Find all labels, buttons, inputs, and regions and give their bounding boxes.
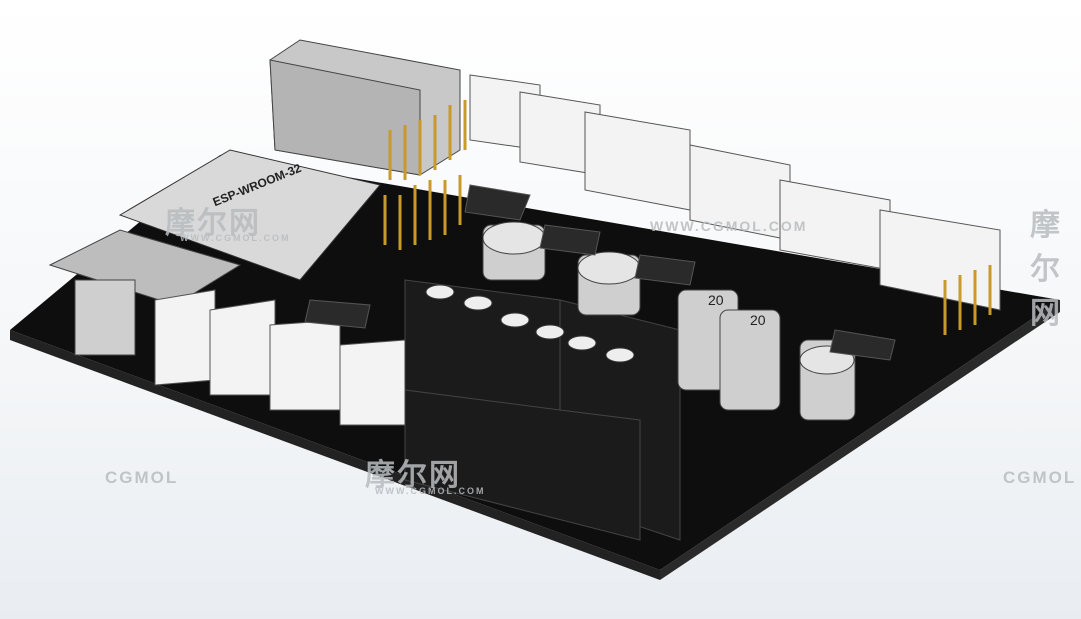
ics [304, 184, 896, 361]
jst-connectors-top [469, 74, 1001, 311]
reset-button [74, 279, 136, 356]
watermark-url: WWW.CGMOL.COM [650, 218, 808, 234]
esp-module [118, 149, 381, 281]
terminal-blocks [404, 279, 681, 541]
pcb-board-edge-right [660, 300, 1060, 580]
watermark-cn: 摩尔网 [365, 458, 461, 493]
watermark-brand: CGMOL [1003, 468, 1077, 487]
pcb-board-edge [10, 330, 660, 580]
electrolytic-capacitors [482, 221, 856, 421]
watermark-brand: CGMOL [105, 468, 179, 487]
watermark-cn: 摩尔网 [165, 206, 261, 241]
watermark-url: WWW.CGMOL.COM [375, 486, 486, 496]
jst-connectors-bottom [154, 289, 406, 426]
capacitor-label: 20 [750, 312, 766, 328]
watermark-url: WWW.CGMOL.COM [180, 233, 291, 243]
capacitor-label: 20 [708, 292, 724, 308]
pin-headers [383, 100, 992, 335]
watermark-cn: 摩尔网 [1030, 208, 1062, 331]
